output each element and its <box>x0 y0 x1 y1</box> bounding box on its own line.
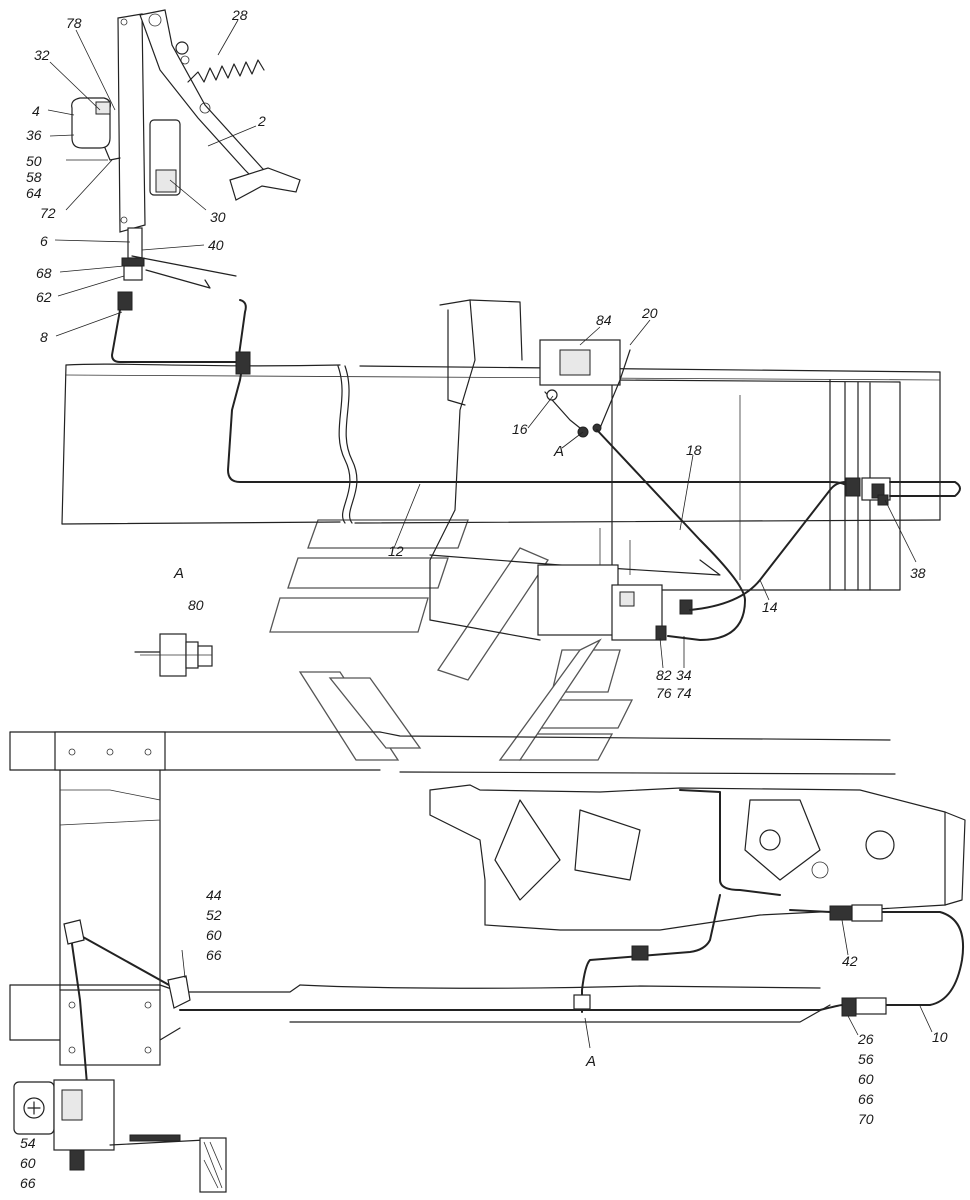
label-32: 32 <box>34 47 50 63</box>
label-76: 76 <box>656 685 672 701</box>
label-A-section: A <box>553 443 564 460</box>
lower-gearbox <box>429 784 966 931</box>
label-66-a: 66 <box>206 947 222 963</box>
leader-lines <box>47 19 933 1049</box>
label-18: 18 <box>686 442 702 458</box>
part-labels: 78 28 32 4 2 36 50 58 64 72 30 6 40 68 6… <box>20 7 948 1191</box>
label-52: 52 <box>206 907 222 923</box>
label-72: 72 <box>40 205 56 221</box>
upper-pipe-route <box>111 299 851 489</box>
label-84: 84 <box>596 312 612 328</box>
label-74: 74 <box>676 685 692 701</box>
label-36: 36 <box>26 127 42 143</box>
label-68: 68 <box>36 265 52 281</box>
label-8: 8 <box>40 329 48 345</box>
label-60-c: 60 <box>20 1155 36 1171</box>
label-20: 20 <box>641 305 658 321</box>
label-2: 2 <box>257 113 266 129</box>
label-58: 58 <box>26 169 42 185</box>
label-12: 12 <box>388 543 404 559</box>
clutch-pedal-assembly <box>71 9 301 311</box>
label-6: 6 <box>40 233 48 249</box>
label-A-view: A <box>173 565 184 582</box>
lower-frame-rail <box>9 731 896 991</box>
lower-pipes <box>179 894 964 1017</box>
pneumatic-booster <box>429 528 721 641</box>
label-A-cut: A <box>585 1053 596 1070</box>
label-42: 42 <box>842 953 858 969</box>
label-62: 62 <box>36 289 52 305</box>
label-60-b: 60 <box>858 1071 874 1087</box>
label-10: 10 <box>932 1029 948 1045</box>
label-16: 16 <box>512 421 528 437</box>
upper-gearbox-housing <box>429 299 901 621</box>
lower-pedal-assembly <box>13 919 227 1193</box>
label-34: 34 <box>676 667 692 683</box>
label-66-c: 66 <box>20 1175 36 1191</box>
label-56: 56 <box>858 1051 874 1067</box>
label-44: 44 <box>206 887 222 903</box>
label-28: 28 <box>231 7 248 23</box>
label-60-a: 60 <box>206 927 222 943</box>
label-14: 14 <box>762 599 778 615</box>
label-54: 54 <box>20 1135 36 1151</box>
detail-a-fitting <box>134 633 213 677</box>
label-40: 40 <box>208 237 224 253</box>
label-38: 38 <box>910 565 926 581</box>
label-26: 26 <box>857 1031 874 1047</box>
label-66-b: 66 <box>858 1091 874 1107</box>
lower-chassis-rail <box>9 984 831 1066</box>
label-82: 82 <box>656 667 672 683</box>
upper-frame-rail <box>61 363 941 525</box>
label-78: 78 <box>66 15 82 31</box>
label-50: 50 <box>26 153 42 169</box>
label-64: 64 <box>26 185 42 201</box>
watermark-logo <box>269 519 634 761</box>
label-30: 30 <box>210 209 226 225</box>
label-4: 4 <box>32 103 40 119</box>
label-70: 70 <box>858 1111 874 1127</box>
label-80: 80 <box>188 597 204 613</box>
connector-38 <box>845 477 961 506</box>
